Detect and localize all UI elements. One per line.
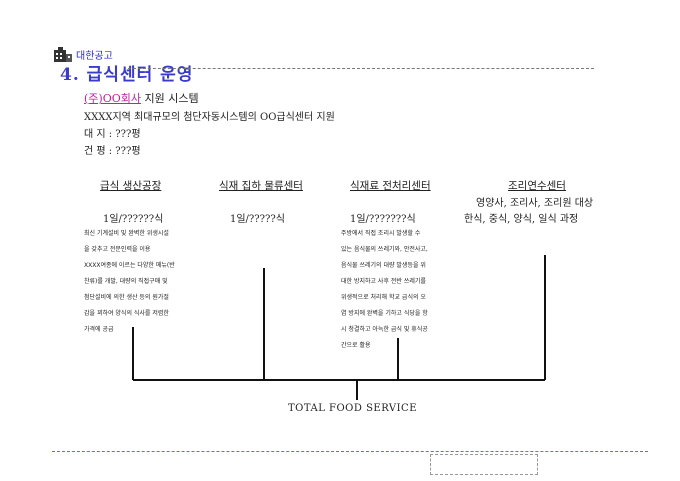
- capacity-production-plant: 1일/??????식: [103, 214, 164, 225]
- heading-production-plant: 급식 생산공장: [100, 180, 162, 192]
- description-line: 찬류)를 개발, 대량의 직접구매 및: [84, 278, 168, 285]
- description-line: XXXX여종에 이르는 다양한 메뉴(반: [84, 262, 175, 269]
- heading-preprocessing-center: 식재료 전처리센터: [350, 180, 431, 192]
- description-line: 첨단설비에 의한 생산 등의 원가절: [84, 294, 169, 301]
- heading-logistics-center: 식재 집하 물류센터: [219, 180, 303, 192]
- page-title: 4. 급식센터 운영: [60, 65, 194, 85]
- capacity-logistics-center: 1일/?????식: [230, 214, 285, 225]
- intro-line-land: 대 지 : ???평: [84, 129, 141, 140]
- footer-divider: [52, 451, 648, 452]
- description-line: 을 갖추고 전문인력을 이용: [84, 246, 151, 253]
- intro-line-building: 건 평 : ???평: [84, 146, 141, 157]
- description-line: 최신 기계설비 및 완벽한 위생시설: [84, 230, 169, 237]
- heading-training-center: 조리연수센터: [508, 180, 566, 192]
- capacity-preprocessing-center: 1일/???????식: [350, 214, 416, 225]
- training-courses: 한식, 중식, 양식, 일식 과정: [464, 214, 579, 225]
- description-line: 염 방지에 완벽을 기하고 식당을 항: [341, 310, 428, 317]
- title-divider: [128, 68, 594, 69]
- description-preprocessing-center: 주방에서 직접 조리시 발생할 수 있는 음식물의 쓰레기와, 안전사고, 음식…: [341, 226, 471, 354]
- description-line: 있는 음식물의 쓰레기와, 안전사고,: [341, 246, 428, 253]
- description-line: 간으로 활용: [341, 342, 371, 349]
- description-line: 가격에 공급: [84, 326, 114, 333]
- brand-label: 대한공고: [76, 51, 113, 62]
- building-icon: [54, 47, 72, 62]
- description-line: 감을 꾀하여 양식의 식사를 저렴한: [84, 310, 169, 317]
- system-label: 지원 시스템: [140, 92, 199, 105]
- description-line: 시 청결하고 아늑한 급식 및 휴식공: [341, 326, 428, 333]
- total-food-service-label: TOTAL FOOD SERVICE: [288, 403, 418, 414]
- description-line: 주방에서 직접 조리시 발생할 수: [341, 230, 421, 237]
- description-line: 대한 방지하고 사후 전반 쓰레기를: [341, 278, 426, 285]
- description-line: 위생적으로 처리해 학교 급식의 오: [341, 294, 426, 301]
- system-subtitle: (주)OO회사 지원 시스템: [84, 90, 199, 106]
- footer-box: [430, 454, 538, 475]
- description-line: 음식물 쓰레기의 대량 발생등을 위: [341, 262, 426, 269]
- description-production-plant: 최신 기계설비 및 완벽한 위생시설 을 갖추고 전문인력을 이용 XXXX여종…: [84, 226, 214, 338]
- training-target: 영양사, 조리사, 조리원 대상: [476, 198, 594, 209]
- intro-line-location: XXXX지역 최대규모의 첨단자동시스템의 OO급식센터 지원: [84, 112, 335, 123]
- company-name: (주)OO회사: [84, 92, 141, 105]
